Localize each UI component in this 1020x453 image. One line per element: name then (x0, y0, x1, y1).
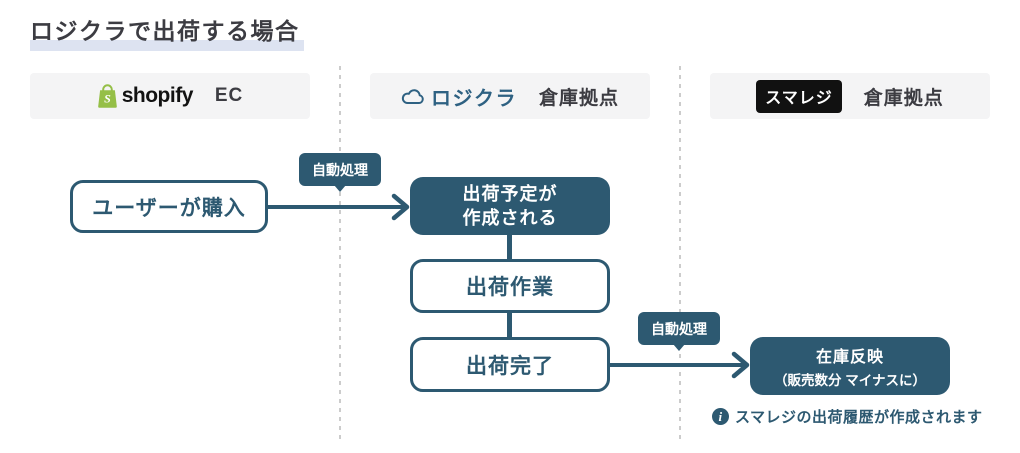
auto-process-label-2: 自動処理 (651, 320, 707, 337)
column-header-shopify: S shopify EC (30, 73, 310, 119)
smaregi-history-note: i スマレジの出荷履歴が作成されます (712, 406, 983, 427)
node-shipment-plan-line2: 作成される (462, 208, 558, 228)
column-label-warehouse-smaregi: 倉庫拠点 (863, 87, 944, 109)
auto-process-label-1: 自動処理 (312, 161, 368, 178)
column-header-smaregi: スマレジ 倉庫拠点 (710, 73, 990, 119)
column-label-ec: EC (214, 85, 244, 106)
node-shipping-complete-label: 出荷完了 (466, 354, 554, 378)
column-label-warehouse-logikura: 倉庫拠点 (538, 87, 619, 109)
node-stock-line2: （販売数分 マイナスに） (774, 373, 926, 388)
column-header-logikura: ロジクラ 倉庫拠点 (370, 73, 650, 119)
node-shipment-plan-line1: 出荷予定が (462, 183, 558, 204)
node-user-purchase-label: ユーザーが購入 (92, 196, 246, 220)
arrow-complete-to-stock (610, 351, 750, 379)
node-shipment-plan-created: 出荷予定が 作成される (410, 177, 610, 235)
auto-process-badge-1: 自動処理 (299, 153, 381, 186)
node-stock-line1: 在庫反映 (815, 349, 884, 366)
info-icon: i (712, 408, 729, 425)
smaregi-logo-badge: スマレジ (756, 79, 842, 113)
node-shipping-work-label: 出荷作業 (466, 276, 554, 299)
shopify-bag-icon: S (97, 84, 118, 108)
shopify-wordmark: shopify (121, 84, 194, 107)
node-stock-reflection: 在庫反映 （販売数分 マイナスに） (750, 337, 950, 395)
note-text: スマレジの出荷履歴が作成されます (735, 409, 983, 426)
column-divider (679, 66, 681, 440)
auto-process-badge-2: 自動処理 (638, 312, 720, 345)
cloud-icon (401, 87, 426, 105)
page-title: ロジクラで出荷する場合 (30, 12, 304, 51)
logikura-wordmark: ロジクラ (430, 87, 517, 110)
node-user-purchase: ユーザーが購入 (70, 180, 268, 233)
connector-work-to-complete (507, 312, 512, 338)
column-divider (339, 66, 341, 440)
connector-plan-to-work (507, 234, 512, 260)
svg-text:S: S (104, 92, 111, 106)
node-shipping-complete: 出荷完了 (410, 337, 610, 392)
node-shipping-work: 出荷作業 (410, 259, 610, 313)
arrow-user-to-plan (268, 193, 410, 221)
